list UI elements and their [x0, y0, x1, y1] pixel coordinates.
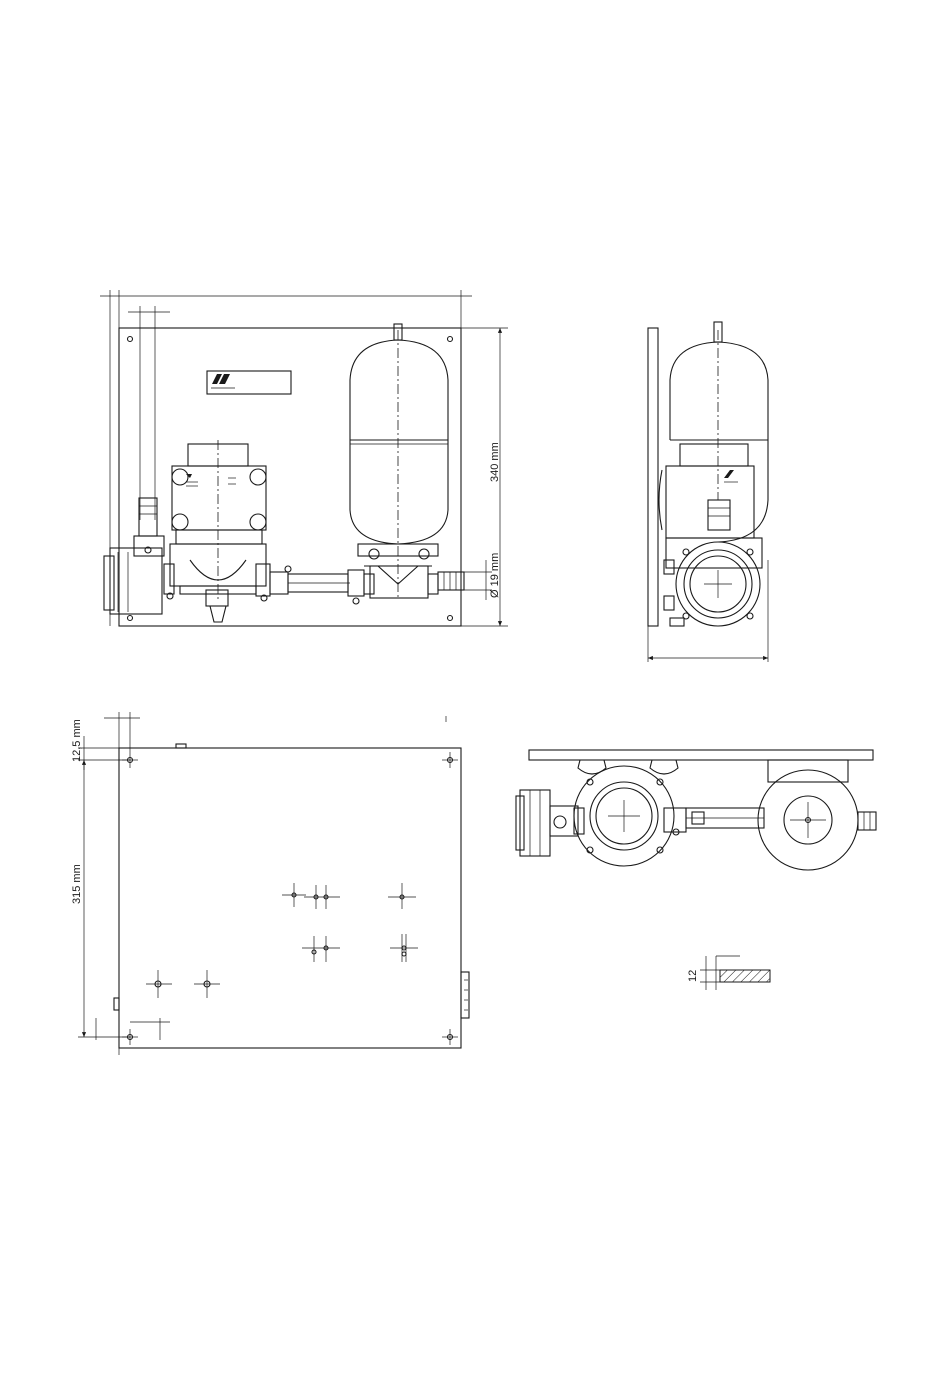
pump-motor-front — [172, 440, 266, 600]
side-base-plate — [648, 328, 658, 626]
diameter-label: Ø 19 mm — [489, 553, 501, 598]
front-width-dimension — [100, 290, 472, 626]
thickness-label: 12 — [687, 970, 699, 982]
plan-view — [516, 750, 876, 870]
top-corner-holes — [122, 752, 458, 1045]
depth-label: 315 mm — [71, 864, 83, 904]
plan-base-plate — [529, 750, 873, 760]
discharge-pipe-front — [270, 566, 364, 604]
front-mounting-holes — [128, 337, 453, 621]
margin-label: 12,5 mm — [71, 719, 83, 762]
top-view: 12,5 mm 315 mm — [71, 712, 469, 1055]
height-label: 340 mm — [489, 442, 501, 482]
pump-head-front — [164, 544, 270, 622]
plate-thickness-detail: 12 — [687, 956, 770, 990]
pressure-tank-front — [350, 324, 464, 600]
top-view-dimensions: 12,5 mm 315 mm — [71, 712, 446, 1055]
mounting-hole-pattern — [146, 883, 418, 998]
top-base-plate — [119, 748, 461, 1048]
front-view: 340 mm Ø 19 mm — [100, 290, 508, 626]
side-view — [648, 322, 768, 662]
hatched-plate-section — [720, 970, 770, 982]
diameter-dimension: Ø 19 mm — [464, 553, 501, 600]
nameplate — [207, 371, 291, 394]
